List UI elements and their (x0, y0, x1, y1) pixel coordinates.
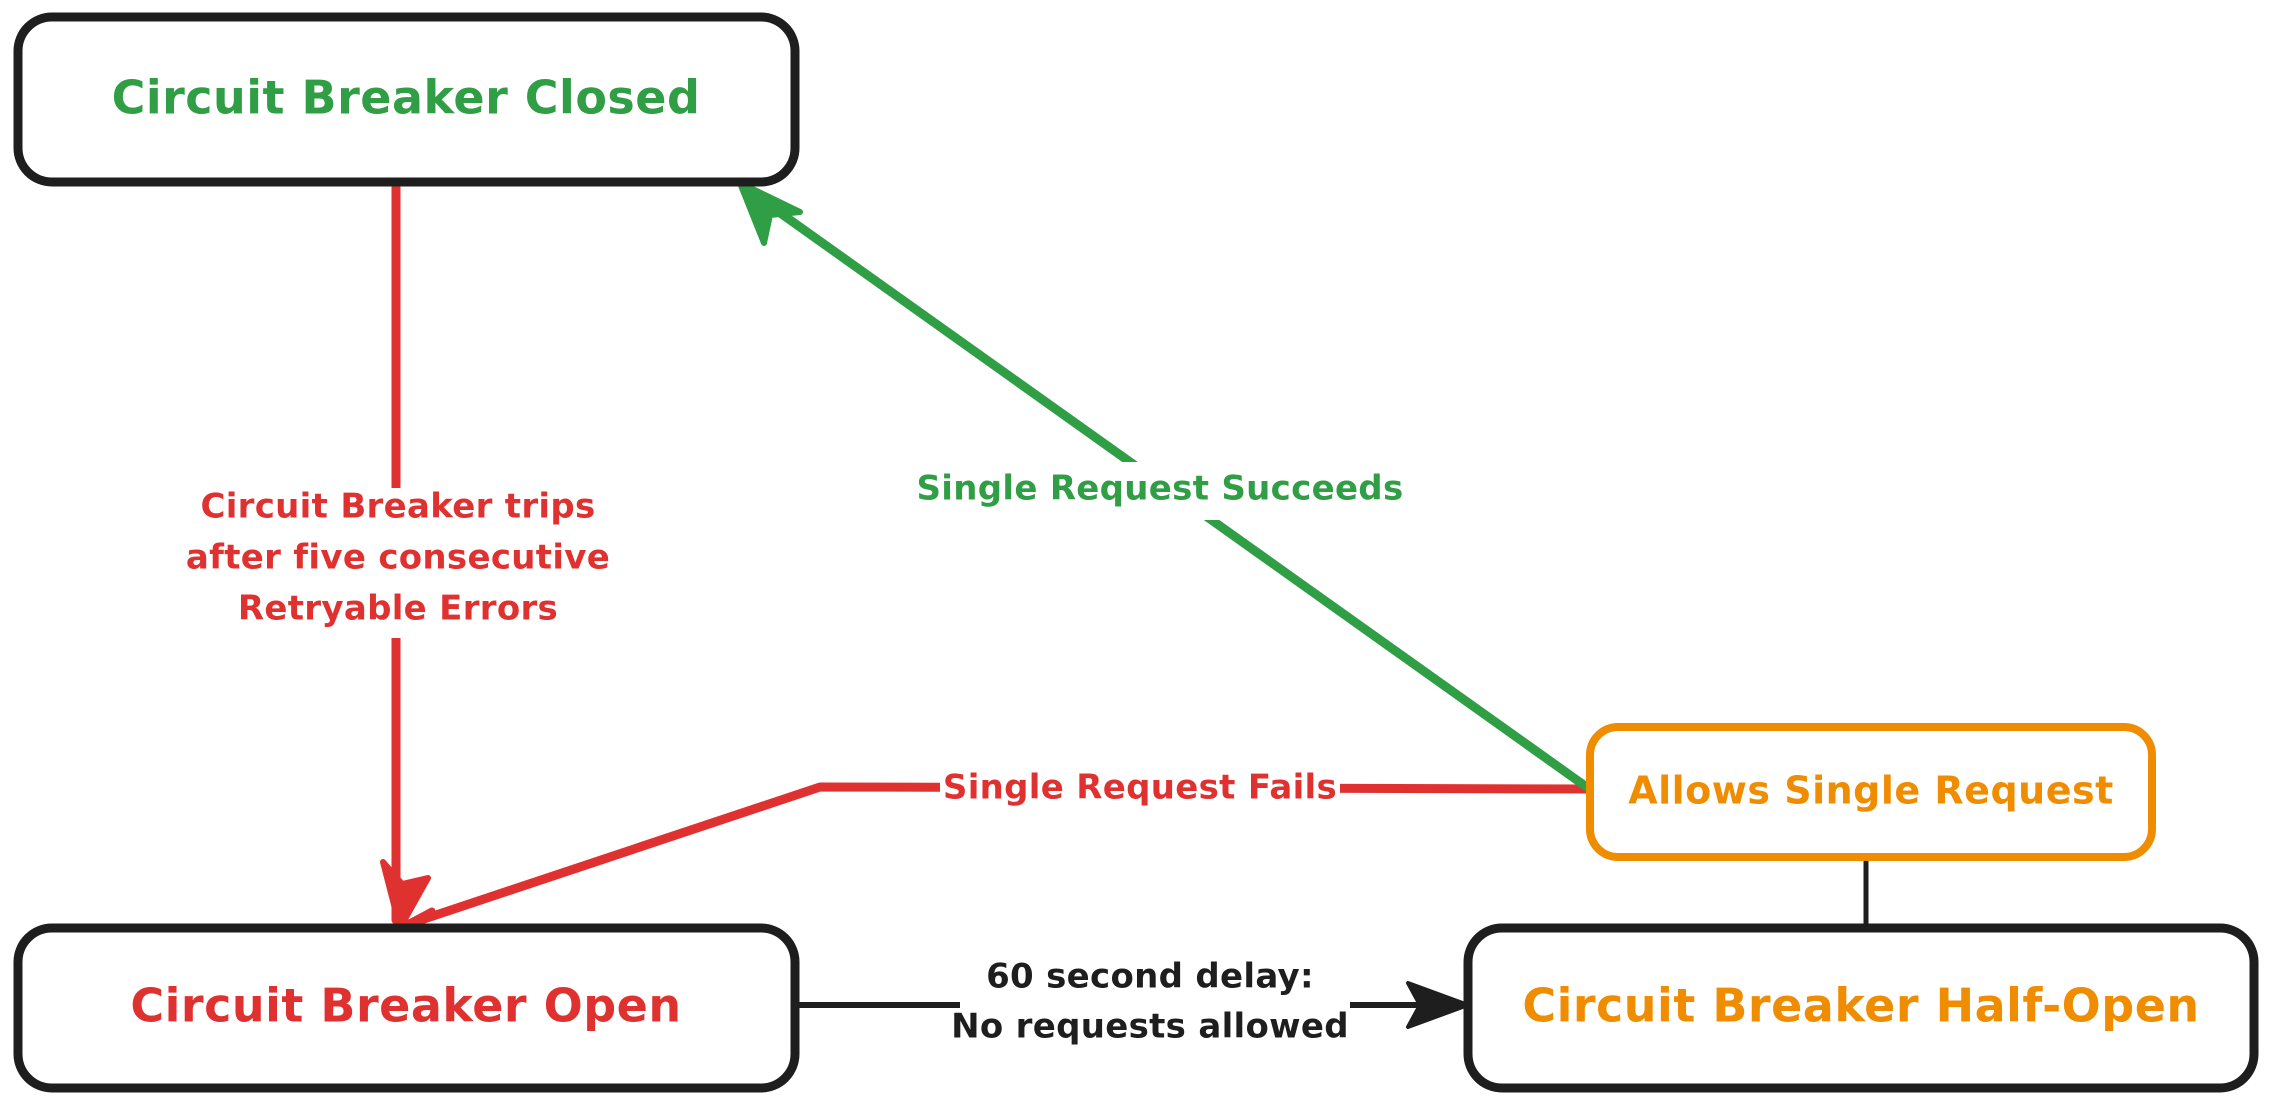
edge-allows-to-open: Single Request Fails (401, 762, 1593, 930)
node-circuit-breaker-closed-label: Circuit Breaker Closed (112, 71, 701, 125)
node-allows-single-request-box[interactable] (1586, 723, 2156, 861)
edge-closed-to-open-arrowhead (380, 859, 431, 931)
node-circuit-breaker-half-open[interactable]: Circuit Breaker Half-Open (1463, 923, 2259, 1093)
edge-open-to-half-open-label-bg (960, 955, 1350, 1057)
edge-allows-to-open-label: Single Request Fails (943, 768, 1337, 808)
edge-red-arrowhead-group (380, 859, 436, 932)
edge-allows-to-closed-label: Single Request Succeeds (916, 469, 1403, 509)
node-allows-single-request-label: Allows Single Request (1628, 769, 2114, 813)
edge-open-to-half-open-arrowhead (1406, 981, 1470, 1029)
node-allows-single-request[interactable]: Allows Single Request (1586, 723, 2156, 861)
edge-open-to-half-open-label-line-1: 60 second delay: (986, 957, 1314, 997)
edge-closed-to-open-label-line-2: after five consecutive (186, 538, 610, 578)
edge-closed-to-open-label-bg (165, 488, 635, 638)
edge-allows-to-closed-arrowhead (737, 180, 803, 246)
edge-closed-to-open: Circuit Breaker trips after five consecu… (165, 177, 635, 925)
edge-allows-to-open-label-bg (940, 762, 1340, 818)
node-circuit-breaker-closed[interactable]: Circuit Breaker Closed (13, 12, 800, 187)
edge-allows-to-closed-label-bg (905, 462, 1385, 520)
node-circuit-breaker-half-open-label: Circuit Breaker Half-Open (1522, 979, 2199, 1033)
node-circuit-breaker-half-open-box[interactable] (1463, 923, 2259, 1093)
edge-open-to-half-open-label-line-2: No requests allowed (951, 1007, 1349, 1047)
node-circuit-breaker-open-box[interactable] (13, 923, 800, 1093)
node-circuit-breaker-closed-box[interactable] (13, 12, 800, 187)
edge-open-to-half-open: 60 second delay: No requests allowed (792, 955, 1470, 1057)
edge-closed-to-open-label-line-1: Circuit Breaker trips (200, 487, 595, 527)
edge-allows-to-closed: Single Request Succeeds (737, 180, 1593, 793)
node-circuit-breaker-open[interactable]: Circuit Breaker Open (13, 923, 800, 1093)
edge-closed-to-open-label-line-3: Retryable Errors (238, 589, 558, 629)
node-circuit-breaker-open-label: Circuit Breaker Open (130, 979, 681, 1033)
